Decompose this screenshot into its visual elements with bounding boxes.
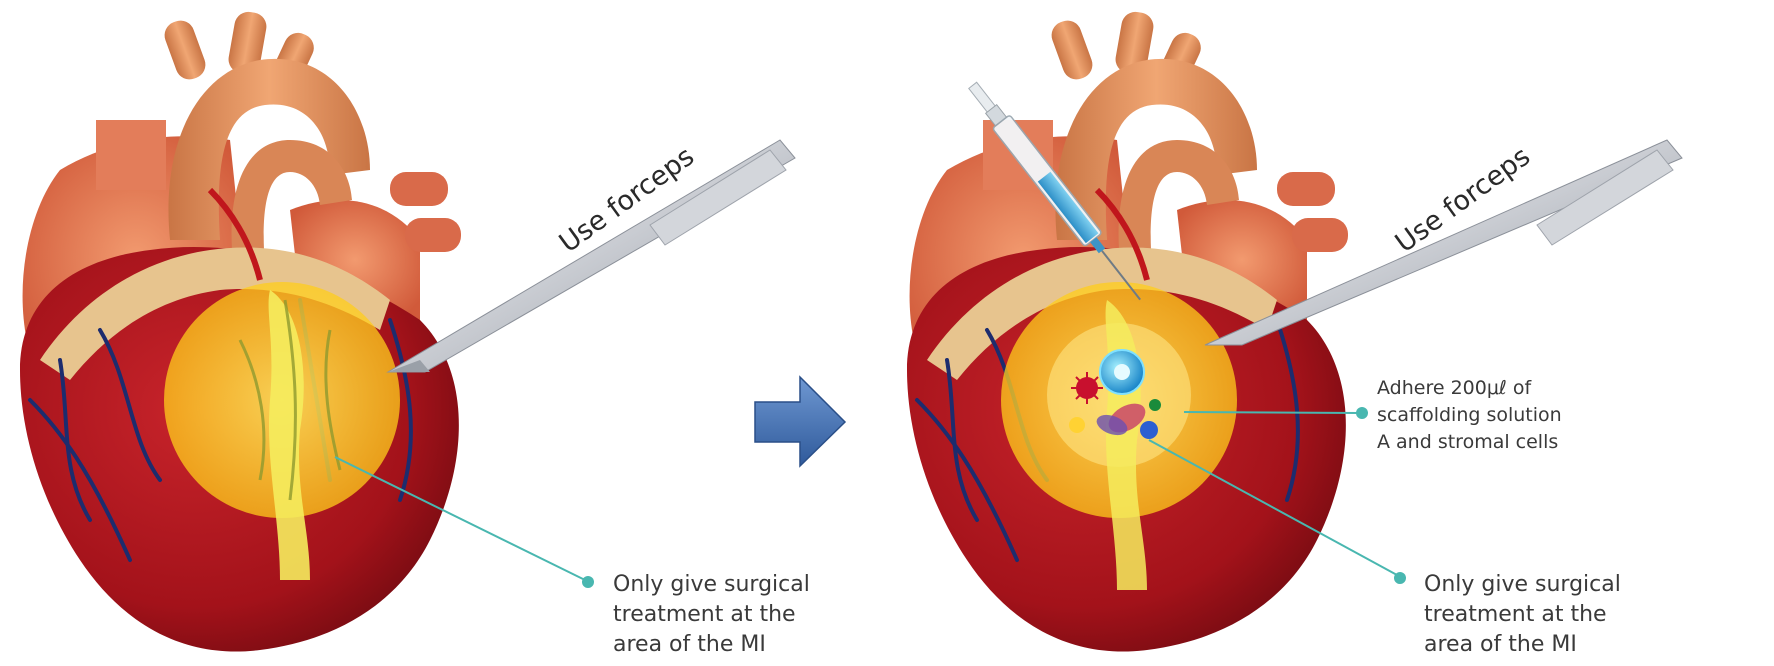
mi-callout-label: Only give surgical treatment at the area… bbox=[1424, 570, 1621, 660]
mi-callout-label: Only give surgical treatment at the area… bbox=[613, 570, 810, 660]
heart-illustration-treated bbox=[887, 0, 1774, 666]
left-panel: Use forceps Only give surgical treatment… bbox=[0, 0, 887, 666]
vena-cava bbox=[96, 120, 166, 190]
right-panel: Use forceps Adhere 200μℓ of scaffolding … bbox=[887, 0, 1774, 666]
forceps bbox=[388, 140, 795, 372]
scaffold-callout-line bbox=[1184, 412, 1359, 413]
scaffold-label: Adhere 200μℓ of scaffolding solution A a… bbox=[1377, 375, 1562, 456]
mi-callout-dot bbox=[1394, 572, 1406, 584]
mi-callout-dot bbox=[582, 576, 594, 588]
heart-illustration bbox=[0, 0, 887, 666]
right-arrow-icon bbox=[752, 372, 848, 468]
scaffold-callout-dot bbox=[1356, 407, 1368, 419]
